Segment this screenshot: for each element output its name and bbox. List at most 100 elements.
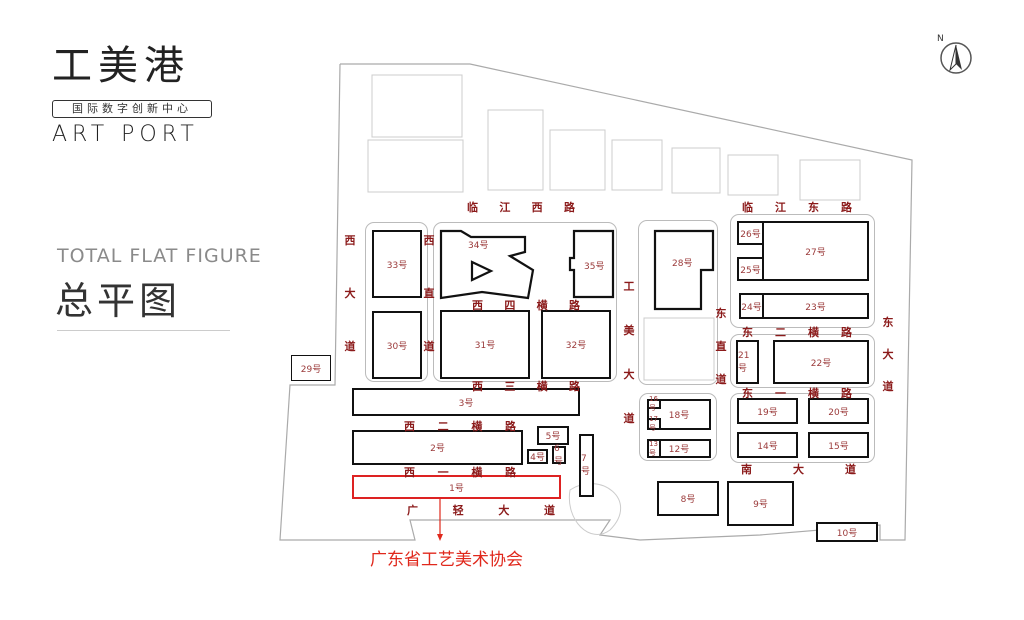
building-8[interactable]: 8号 [657, 481, 719, 516]
building-9[interactable]: 9号 [727, 481, 794, 526]
building-29[interactable]: 29号 [291, 355, 331, 381]
road-label-char: 路 [504, 466, 516, 479]
building-22[interactable]: 22号 [773, 340, 869, 384]
road-label-char: 横 [471, 420, 483, 433]
road-label-char: 大 [882, 348, 894, 361]
building-14[interactable]: 14号 [737, 432, 798, 458]
road-linjiang-east: 临江东路 [742, 199, 852, 215]
road-label-char: 二 [775, 326, 786, 339]
road-label-char: 东 [808, 201, 819, 214]
building-30[interactable]: 30号 [372, 311, 422, 379]
building-6[interactable]: 6号 [552, 444, 566, 467]
building-17[interactable]: 17号 [647, 415, 661, 432]
block-outline [638, 220, 718, 385]
road-label-char: 道 [543, 504, 555, 517]
road-label-char: 道 [882, 380, 894, 393]
road-label-char: 横 [808, 387, 819, 400]
road-nan: 南大道 [741, 461, 856, 477]
road-label-char: 横 [808, 326, 819, 339]
road-label-char: 路 [841, 387, 852, 400]
building-26[interactable]: 26号 [737, 221, 764, 245]
building-34[interactable]: 34号 [468, 241, 489, 251]
road-label-char: 大 [498, 504, 510, 517]
road-label-char: 临 [742, 201, 753, 214]
building-16[interactable]: 16号 [647, 395, 661, 412]
road-label-char: 路 [841, 326, 852, 339]
road-gongmei: 工美大道 [622, 278, 636, 426]
road-label-char: 美 [623, 324, 635, 337]
road-label-char: 广 [407, 504, 418, 517]
road-label-char: 东 [742, 326, 753, 339]
road-label-char: 路 [568, 299, 580, 312]
building-35[interactable]: 35号 [584, 262, 605, 272]
road-label-char: 江 [499, 201, 511, 214]
building-10[interactable]: 10号 [816, 522, 878, 542]
road-label-char: 直 [715, 340, 727, 353]
building-33[interactable]: 33号 [372, 230, 422, 298]
road-label-char: 西 [531, 201, 543, 214]
building-32[interactable]: 32号 [541, 310, 611, 379]
road-label-char: 直 [423, 287, 435, 300]
building-12[interactable]: 12号 [647, 439, 711, 458]
road-xi2: 西二横路 [404, 418, 516, 434]
road-label-char: 路 [504, 420, 516, 433]
title-divider [57, 330, 230, 331]
road-linjiang-west: 临江西路 [467, 199, 575, 215]
building-2[interactable]: 2号 [352, 430, 523, 465]
road-label-char: 横 [536, 299, 548, 312]
building-19[interactable]: 19号 [737, 398, 798, 424]
road-xi1: 西一横路 [404, 464, 516, 480]
road-label-char: 西 [404, 466, 415, 479]
block-outline [730, 214, 875, 328]
road-label-char: 路 [563, 201, 575, 214]
road-label-char: 大 [793, 463, 804, 476]
road-label-char: 临 [467, 201, 478, 214]
building-23[interactable]: 23号 [762, 293, 869, 319]
building-13[interactable]: 13号 [647, 439, 661, 458]
building-21[interactable]: 21号 [736, 340, 759, 384]
building-31[interactable]: 31号 [440, 310, 530, 379]
road-label-char: 东 [882, 316, 894, 329]
road-label-char: 南 [741, 463, 752, 476]
road-xi3: 西三横路 [472, 378, 580, 394]
building-20[interactable]: 20号 [808, 398, 869, 424]
building-24[interactable]: 24号 [739, 293, 764, 319]
compass-icon: N [935, 34, 975, 76]
road-label-char: 西 [423, 234, 435, 247]
building-1[interactable]: 1号 [352, 475, 561, 499]
road-dong-zhi: 东直道 [714, 305, 728, 387]
building-25[interactable]: 25号 [737, 257, 764, 281]
road-label-char: 道 [423, 340, 435, 353]
title-english: TOTAL FLAT FIGURE [57, 245, 262, 267]
road-dong1: 东一横路 [742, 385, 852, 401]
building-7[interactable]: 7号 [579, 434, 594, 497]
building-3[interactable]: 3号 [352, 388, 580, 416]
building-4[interactable]: 4号 [527, 449, 548, 464]
road-label-char: 道 [715, 373, 727, 386]
logo-english: ART PORT [52, 122, 199, 147]
block-outline [365, 222, 428, 382]
road-label-char: 路 [568, 380, 580, 393]
block-outline [639, 393, 717, 461]
building-5[interactable]: 5号 [537, 426, 569, 445]
compass-north-label: N [937, 34, 944, 44]
logo-subtitle: 国际数字创新中心 [52, 100, 212, 118]
block-outline [433, 222, 617, 382]
building-27[interactable]: 27号 [762, 221, 869, 281]
road-label-char: 西 [472, 299, 483, 312]
block-outline [730, 393, 875, 463]
road-guangqing: 广轻大道 [407, 502, 555, 518]
road-dong2: 东二横路 [742, 324, 852, 340]
road-xi4: 西四横路 [472, 297, 580, 313]
road-label-char: 一 [437, 466, 449, 479]
road-xi-zhi: 西直道 [422, 232, 436, 354]
road-label-char: 道 [344, 340, 356, 353]
building-28[interactable]: 28号 [672, 259, 693, 269]
building-15[interactable]: 15号 [808, 432, 869, 458]
road-label-char: 横 [471, 466, 483, 479]
road-label-char: 东 [715, 307, 727, 320]
block-outline [730, 334, 875, 388]
logo-chinese: 工美港 [52, 43, 190, 89]
road-label-char: 西 [472, 380, 483, 393]
